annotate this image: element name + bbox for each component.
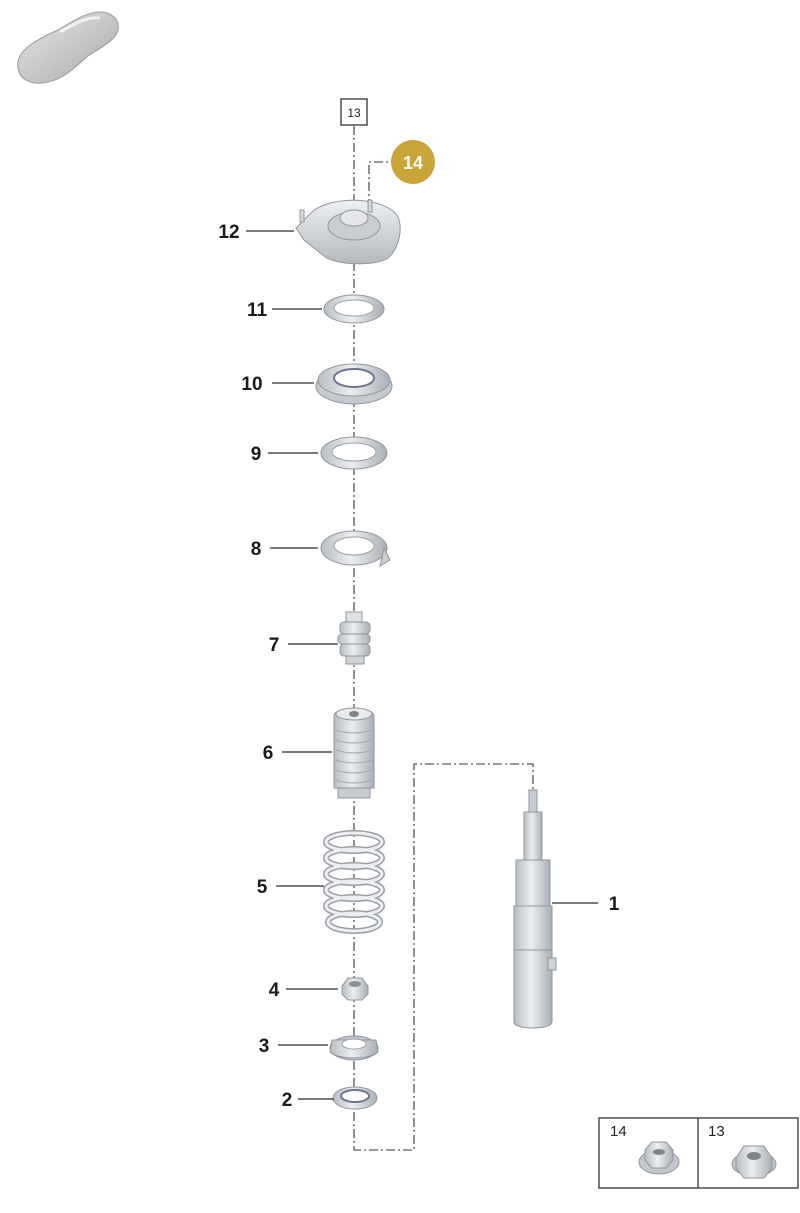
svg-text:14: 14 xyxy=(610,1123,627,1140)
part-6-dust-boot[interactable]: 6 xyxy=(263,707,375,799)
svg-text:14: 14 xyxy=(403,153,423,173)
reference-box-13[interactable]: 13 xyxy=(340,98,368,126)
part-7-bump-stop[interactable]: 7 xyxy=(269,611,371,665)
car-silhouette-icon xyxy=(17,11,119,84)
svg-text:8: 8 xyxy=(251,539,262,560)
nut-icon xyxy=(638,1141,680,1175)
part-10-bearing[interactable]: 10 xyxy=(241,363,393,405)
part-11-washer[interactable]: 11 xyxy=(247,294,385,324)
part-2-seal-ring[interactable]: 2 xyxy=(282,1086,378,1111)
svg-text:11: 11 xyxy=(247,300,268,321)
svg-text:13: 13 xyxy=(347,106,361,120)
part-1-shock-absorber[interactable]: 1 xyxy=(513,789,620,1029)
svg-text:12: 12 xyxy=(218,222,239,243)
svg-text:2: 2 xyxy=(282,1090,293,1111)
svg-text:4: 4 xyxy=(269,980,280,1001)
svg-text:1: 1 xyxy=(609,894,620,915)
svg-text:10: 10 xyxy=(241,374,262,395)
svg-text:5: 5 xyxy=(257,877,268,898)
assembly-return-path xyxy=(353,763,534,1151)
fastener-inset-panel: 14 13 xyxy=(598,1117,799,1189)
hex-nut-icon xyxy=(731,1145,777,1179)
part-9-washer[interactable]: 9 xyxy=(251,436,388,470)
part-8-spring-seat[interactable]: 8 xyxy=(251,530,391,568)
svg-text:7: 7 xyxy=(269,635,280,656)
svg-text:13: 13 xyxy=(708,1123,725,1140)
highlight-badge-14[interactable]: 14 xyxy=(368,140,435,208)
part-3-cup-washer[interactable]: 3 xyxy=(259,1035,379,1061)
part-5-coil-spring[interactable]: 5 xyxy=(257,830,385,934)
part-4-nut[interactable]: 4 xyxy=(269,977,369,1001)
inset-cell-13[interactable]: 13 xyxy=(708,1123,777,1179)
svg-text:9: 9 xyxy=(251,444,262,465)
inset-cell-14[interactable]: 14 xyxy=(610,1123,680,1175)
svg-text:6: 6 xyxy=(263,743,274,764)
svg-text:3: 3 xyxy=(259,1036,270,1057)
part-12-strut-mount[interactable]: 12 xyxy=(218,199,401,265)
